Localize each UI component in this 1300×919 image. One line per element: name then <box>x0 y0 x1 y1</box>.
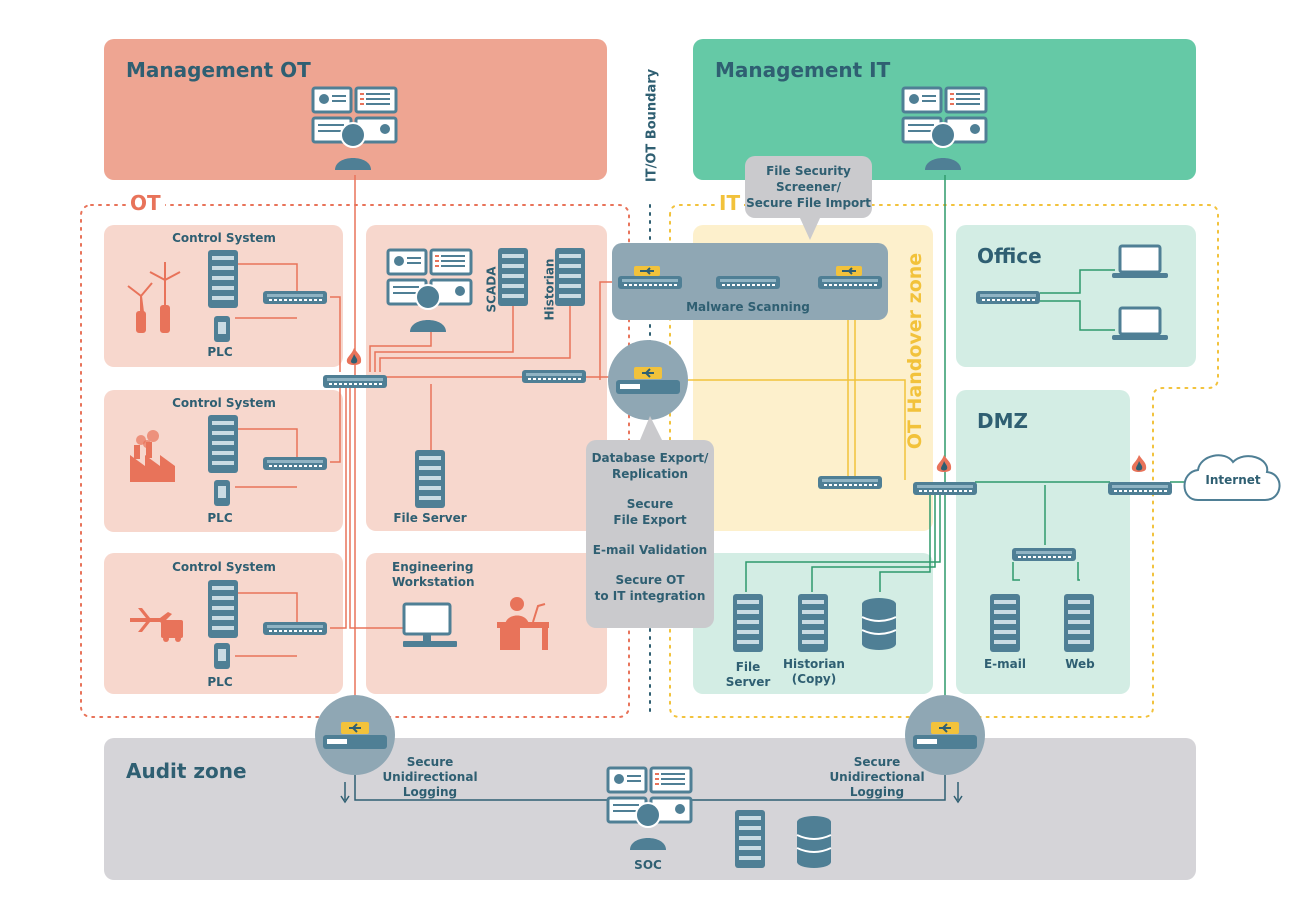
workstation-icon <box>402 602 457 647</box>
laptop-icon <box>1112 244 1168 278</box>
plc-label: PLC <box>207 511 233 525</box>
historian-label: Historian <box>542 258 557 321</box>
email-server-label: E-mail <box>983 657 1026 671</box>
file-security-screener-callout: File Security Screener/ Secure File Impo… <box>746 164 871 210</box>
engineer-desk-icon <box>497 597 549 650</box>
engineering-workstation-label: Engineering Workstation <box>392 560 475 589</box>
web-server-label: Web <box>1065 657 1095 671</box>
ot-file-server-label: File Server <box>393 511 467 525</box>
plc-label: PLC <box>207 345 233 359</box>
wind-turbine-icon <box>127 262 181 333</box>
soc-label: SOC <box>634 858 662 872</box>
management-it-title: Management IT <box>715 58 891 82</box>
it-title: IT <box>715 191 745 215</box>
management-ot-title: Management OT <box>126 58 311 82</box>
it-file-server-label: File Server <box>725 660 771 689</box>
control-system-label: Control System <box>172 560 276 574</box>
internet-label: Internet <box>1205 473 1261 487</box>
transport-icon <box>130 608 183 642</box>
dmz-title: DMZ <box>977 409 1029 433</box>
secure-logging-left-label: Secure Unidirectional Logging <box>382 755 478 799</box>
audit-zone-title: Audit zone <box>126 759 247 783</box>
scada-label: SCADA <box>484 266 499 313</box>
control-system-label: Control System <box>172 396 276 410</box>
malware-scanning-label: Malware Scanning <box>686 300 810 314</box>
control-system-label: Control System <box>172 231 276 245</box>
internet-cloud-icon <box>1183 454 1281 501</box>
boundary-label: IT/OT Boundary <box>644 68 660 183</box>
office-title: Office <box>977 244 1042 268</box>
handover-zone-title: OT Handover zone <box>904 252 926 450</box>
ot-title: OT <box>126 191 165 215</box>
dmz-zone <box>956 390 1130 694</box>
factory-icon <box>130 430 175 482</box>
plc-label: PLC <box>207 675 233 689</box>
laptop-icon <box>1112 306 1168 340</box>
secure-logging-right-label: Secure Unidirectional Logging <box>829 755 925 799</box>
historian-copy-label: Historian (Copy) <box>783 657 845 686</box>
